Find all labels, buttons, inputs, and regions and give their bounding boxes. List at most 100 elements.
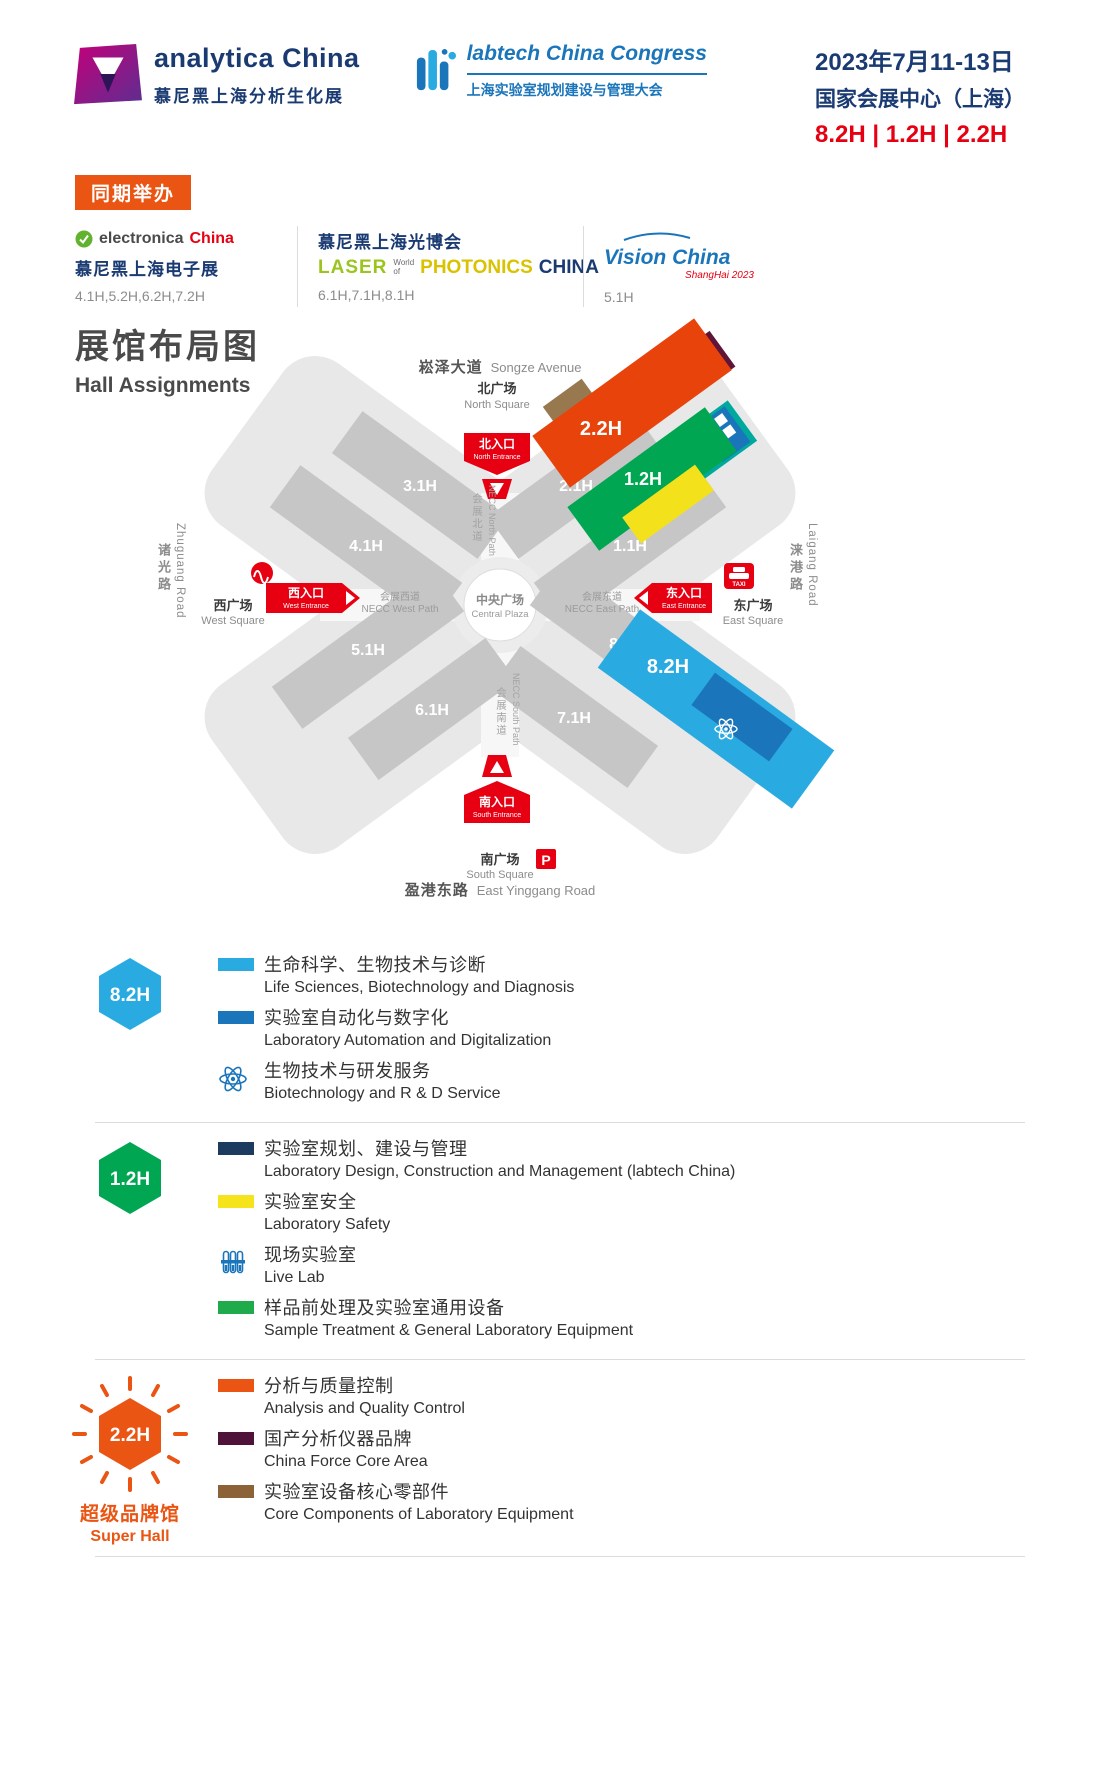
- map-title-en: Hall Assignments: [75, 374, 251, 397]
- hall-5-1h-label: 5.1H: [351, 642, 385, 659]
- legend-item: 分析与质量控制 Analysis and Quality Control: [218, 1374, 1025, 1420]
- test-tubes-icon: [221, 1250, 245, 1274]
- electronica-brand: electronica: [99, 230, 184, 247]
- north-entrance: 北入口 North Entrance: [464, 433, 530, 499]
- header: analytica China 慕尼黑上海分析生化展 labtech China…: [0, 0, 1120, 149]
- super-hall-cn: 超级品牌馆: [79, 1504, 180, 1525]
- event-electronica: electronica China 慕尼黑上海电子展 4.1H,5.2H,6.2…: [75, 226, 297, 307]
- north-square-cn: 北广场: [477, 381, 516, 396]
- right-arrow-icon: [346, 591, 355, 605]
- legend-item-en: Biotechnology and R & D Service: [264, 1085, 501, 1102]
- west-square-cn: 西广场: [213, 598, 252, 613]
- color-chip: [218, 958, 254, 971]
- hall-8-2h-block: 8.2H: [597, 609, 835, 809]
- labtech-name: labtech China Congress: [466, 42, 707, 65]
- atom-icon-map: [714, 718, 738, 740]
- badge-8-2h-label: 8.2H: [110, 985, 150, 1006]
- hall-6-1h: [347, 638, 517, 780]
- legend-item: 国产分析仪器品牌 China Force Core Area: [218, 1427, 1025, 1473]
- hall-3-1h-label: 3.1H: [403, 478, 437, 495]
- electronica-halls: 4.1H,5.2H,6.2H,7.2H: [75, 288, 205, 304]
- necc-south-path-cn: 会展南道: [495, 687, 507, 737]
- south-entrance: 南入口 South Entrance: [464, 755, 530, 823]
- necc-west-path-cn: 会展西道: [380, 590, 420, 603]
- hall-8-2h-label: 8.2H: [647, 656, 689, 678]
- event-halls: 8.2H | 1.2H | 2.2H: [815, 121, 1008, 148]
- sun-rays-icon: [72, 1376, 188, 1492]
- laigang-road-cn: 涞港路: [788, 543, 803, 594]
- bottom-spacer: [95, 1557, 1025, 1757]
- color-chip: [218, 1142, 254, 1155]
- hall-1-1h-label: 1.1H: [613, 538, 647, 555]
- world-of-word: World of: [393, 258, 415, 276]
- electronica-logo-icon: [75, 230, 93, 248]
- necc-north-path-en: NECC North Path: [487, 485, 497, 557]
- east-entrance-cn: 东入口: [666, 585, 702, 600]
- hall-7-1h-label: 7.1H: [557, 710, 591, 727]
- color-chip: [218, 1485, 254, 1498]
- legend-item-cn: 现场实验室: [264, 1245, 357, 1265]
- south-entrance-cn: 南入口: [479, 794, 515, 809]
- laser-halls: 6.1H,7.1H,8.1H: [318, 287, 415, 303]
- concurrent-events: electronica China 慕尼黑上海电子展 4.1H,5.2H,6.2…: [75, 226, 1045, 307]
- color-chip: [218, 1011, 254, 1024]
- divider: [95, 1122, 1025, 1123]
- west-entrance-en: West Entrance: [283, 603, 329, 610]
- super-hall-en: Super Hall: [90, 1528, 170, 1545]
- event-laser-photonics: 慕尼黑上海光博会 LASER World of PHOTONICS CHINA …: [297, 226, 599, 307]
- event-venue: 国家会展中心（上海）: [815, 88, 1025, 111]
- hexagon-badge-8-2h: 8.2H: [99, 958, 161, 1030]
- hall-7-1h: [489, 646, 659, 788]
- east-square-cn: 东广场: [733, 598, 772, 613]
- hall-5-1h: [271, 569, 465, 729]
- hall-3-1h: [331, 411, 509, 559]
- legend-item-en: China Force Core Area: [264, 1453, 428, 1470]
- color-chip: [218, 1301, 254, 1314]
- central-plaza-en: Central Plaza: [471, 609, 529, 620]
- concurrent-badge: 同期举办: [75, 175, 192, 210]
- legend-item-cn: 国产分析仪器品牌: [264, 1429, 412, 1449]
- east-entrance: 东入口 East Entrance TAXI: [634, 563, 754, 613]
- legend-section-2-2h: 2.2H 超级品牌馆 Super Hall 分析与质量控制 Analysis a…: [72, 1360, 1025, 1556]
- necc-north-path-cn: 会展北道: [471, 493, 483, 543]
- north-square-en: North Square: [464, 399, 529, 411]
- laigang-road-en: Laigang Road: [806, 523, 818, 607]
- hall-map-svg: 中央广场 Central Plaza 3.1H 2.1H 4.1H 1.1H 5…: [201, 318, 835, 899]
- taxi-icon: TAXI: [724, 563, 754, 589]
- badge-1-2h-label: 1.2H: [110, 1169, 150, 1190]
- hexagon-badge-2-2h-super: 2.2H: [72, 1376, 188, 1492]
- event-date: 2023年7月11-13日: [815, 49, 1014, 76]
- south-square-cn: 南广场: [480, 852, 519, 867]
- taxi-label: TAXI: [732, 582, 746, 588]
- south-square-en: South Square: [466, 869, 533, 881]
- west-entrance-cn: 西入口: [288, 586, 324, 600]
- hall-6-1h-label: 6.1H: [415, 702, 449, 719]
- legend-item-en: Live Lab: [264, 1269, 325, 1286]
- legend-item-cn: 实验室安全: [264, 1192, 357, 1212]
- north-entrance-en: North Entrance: [473, 454, 520, 461]
- color-chip: [218, 1195, 254, 1208]
- laser-cn: 慕尼黑上海光博会: [318, 233, 462, 252]
- legend-item-cn: 生物技术与研发服务: [264, 1061, 431, 1081]
- badge-2-2h: 2.2H 超级品牌馆 Super Hall: [72, 1374, 195, 1546]
- legend-item-cn: 实验室自动化与数字化: [264, 1008, 449, 1028]
- labtech-subtitle: 上海实验室规划建设与管理大会: [466, 73, 707, 100]
- legend-item-en: Laboratory Design, Construction and Mana…: [264, 1163, 736, 1180]
- legend-item-cn: 实验室规划、建设与管理: [264, 1139, 468, 1159]
- legend-item-cn: 分析与质量控制: [264, 1376, 394, 1396]
- divider: [95, 1556, 1025, 1557]
- labtech-text: labtech China Congress 上海实验室规划建设与管理大会: [466, 42, 707, 100]
- legend-item-cn: 生命科学、生物技术与诊断: [264, 955, 486, 975]
- color-chip: [218, 1379, 254, 1392]
- down-arrow-icon: [490, 483, 504, 495]
- east-entrance-en: East Entrance: [662, 603, 706, 610]
- hall-4-1h-label: 4.1H: [349, 538, 383, 555]
- west-entrance: 西入口 West Entrance: [251, 562, 360, 613]
- electronica-brand-china: China: [189, 230, 234, 247]
- analytica-name: analytica China: [154, 43, 360, 73]
- labtech-brand: labtech China Congress 上海实验室规划建设与管理大会: [415, 42, 707, 100]
- legend-item-en: Analysis and Quality Control: [264, 1400, 465, 1417]
- analytica-subtitle: 慕尼黑上海分析生化展: [154, 87, 344, 106]
